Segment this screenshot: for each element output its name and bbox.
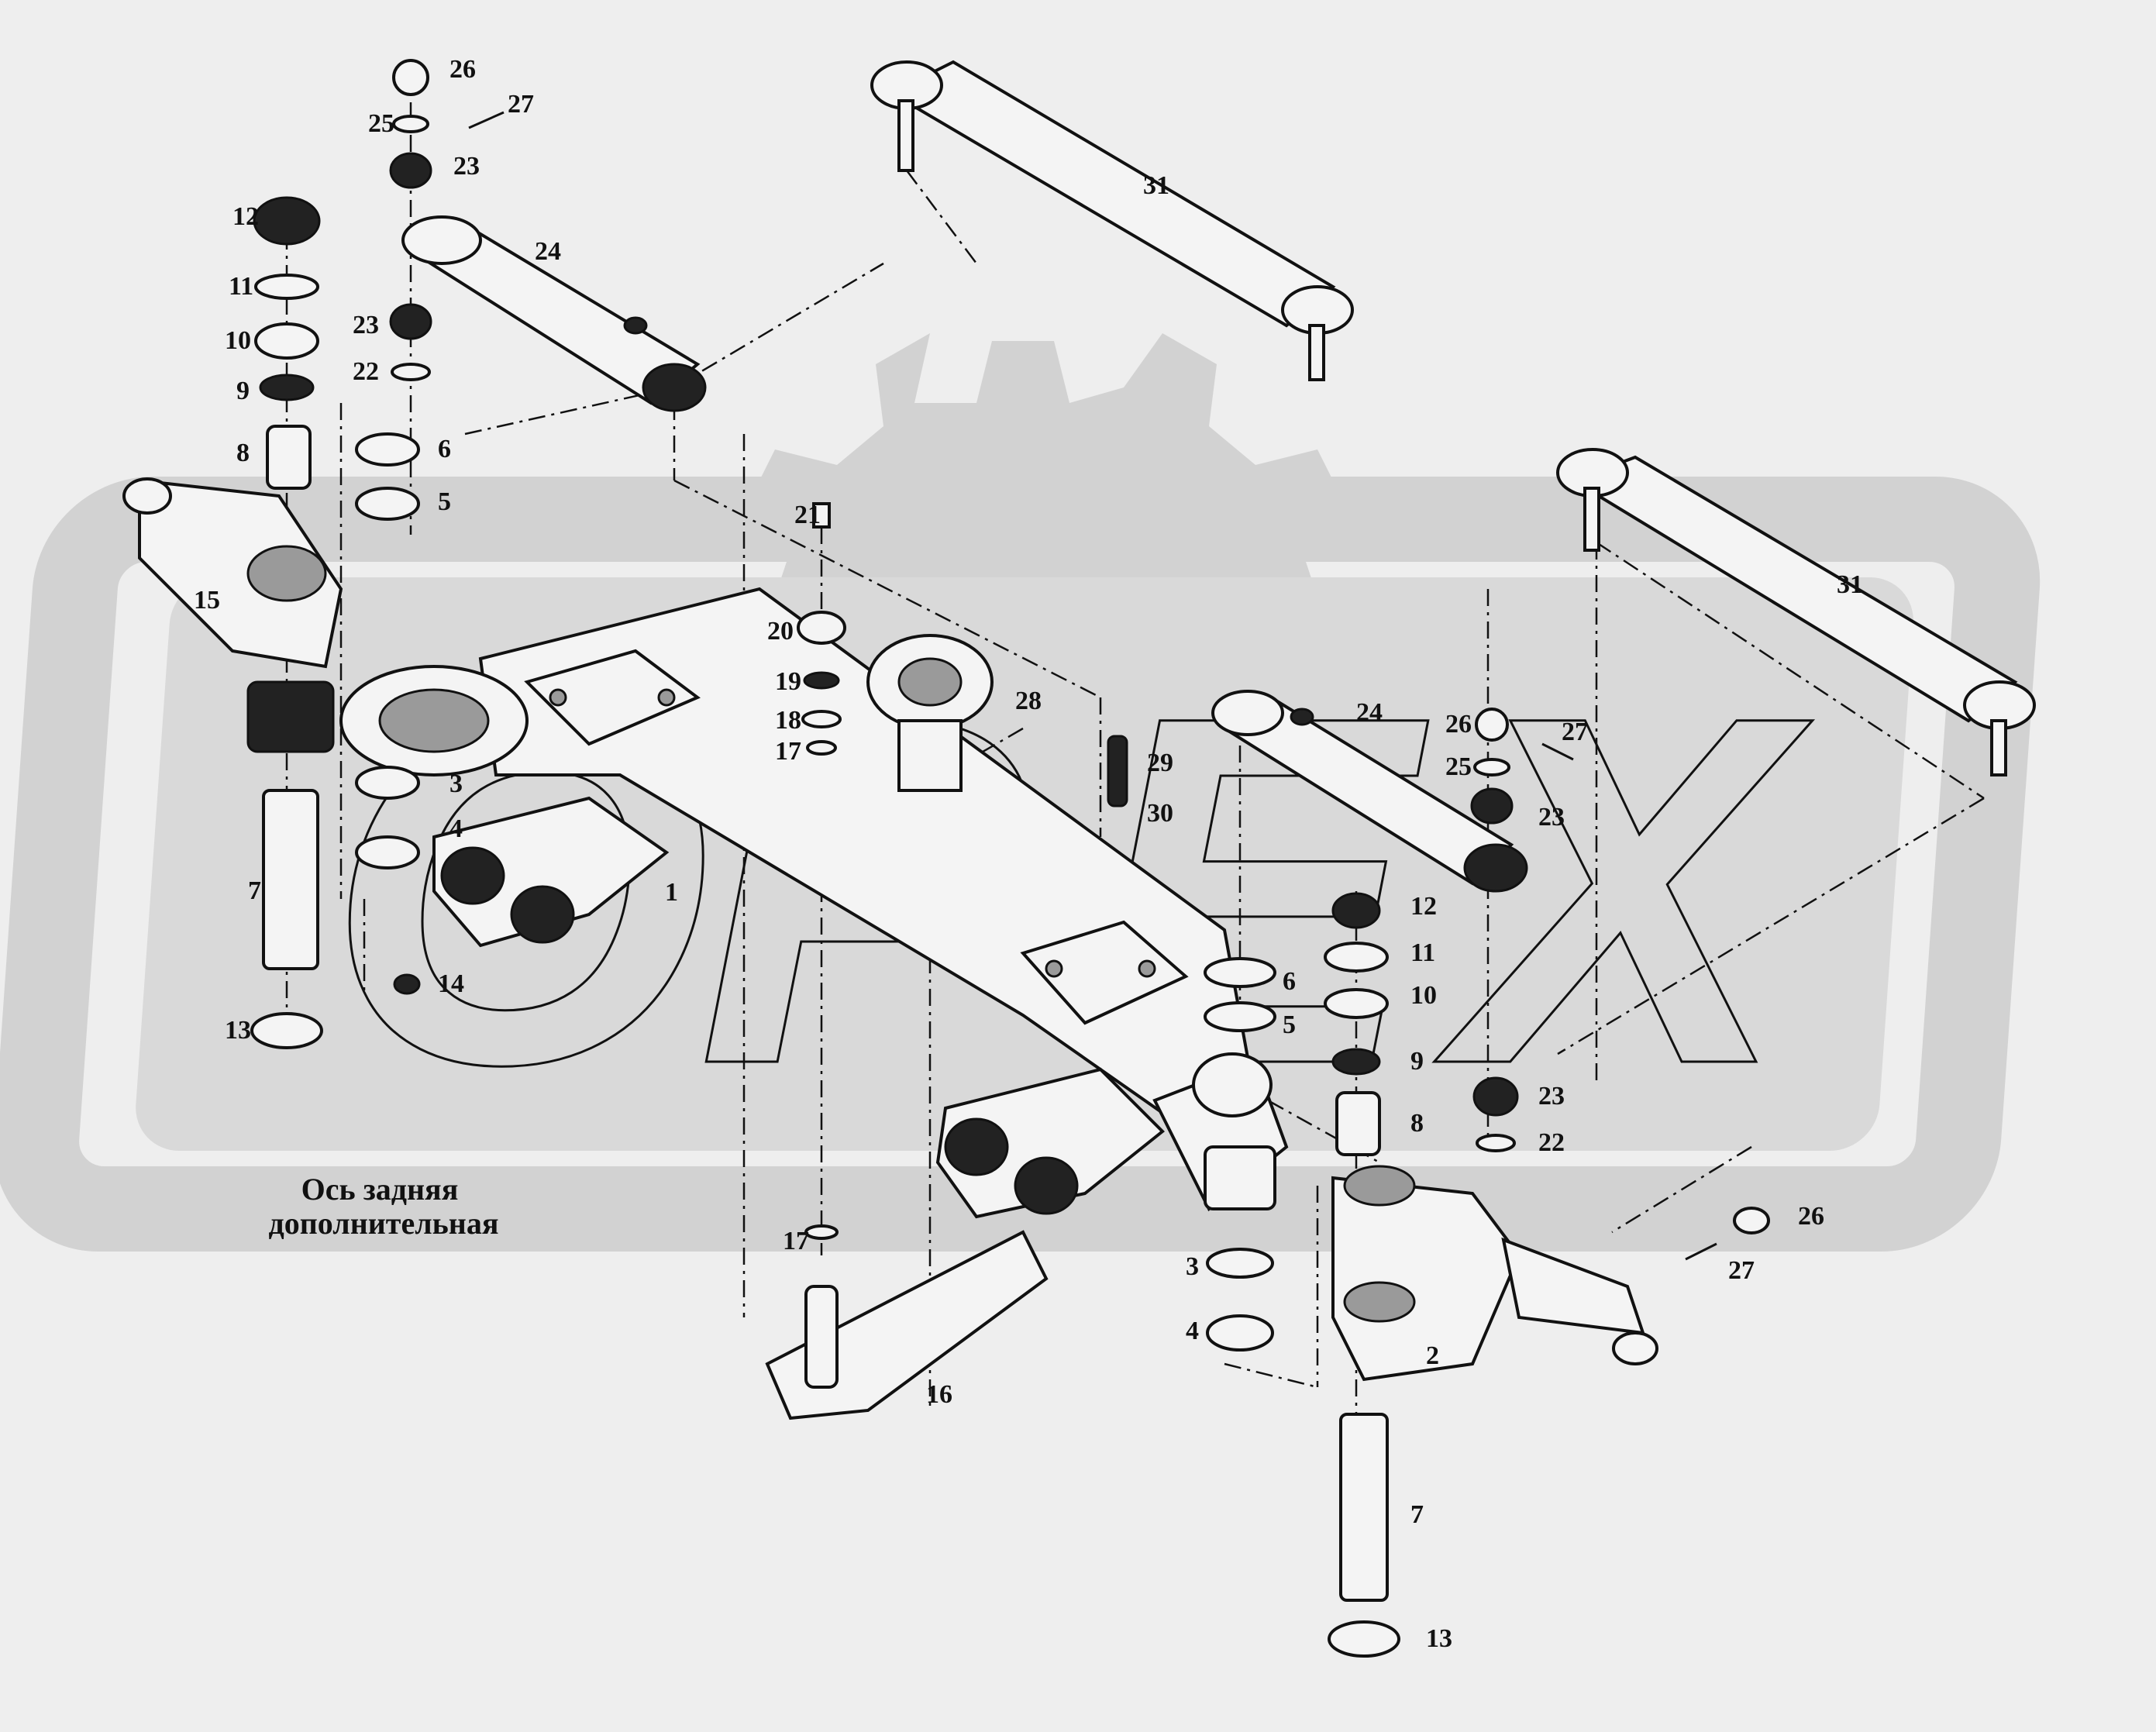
left-steering-knuckle <box>122 477 343 753</box>
caption-line-1: Ось задняя <box>301 1172 459 1207</box>
small-parts-upper-left <box>389 59 432 381</box>
brake-chamber-28 <box>866 634 994 792</box>
callout-c1: 1 <box>665 878 678 907</box>
spring-pad-right <box>1020 920 1189 1025</box>
callout-c4b: 4 <box>1186 1317 1199 1345</box>
drag-link-31-upper <box>870 60 1354 381</box>
callout-c19: 19 <box>775 667 801 696</box>
cotter-pins <box>468 111 1717 1261</box>
callout-c5b: 5 <box>1283 1011 1296 1039</box>
kingpin-stack-left <box>250 196 421 1049</box>
callout-c10b: 10 <box>1410 981 1437 1010</box>
center-stack <box>797 502 1128 1240</box>
callout-c9a: 9 <box>236 377 250 405</box>
callout-c30: 30 <box>1147 799 1173 828</box>
callout-c3a: 3 <box>449 770 463 798</box>
callout-c17b: 17 <box>783 1227 809 1255</box>
callout-c2: 2 <box>1426 1341 1439 1370</box>
callout-c25a: 25 <box>368 109 394 138</box>
callout-c12b: 12 <box>1410 892 1437 921</box>
callout-c10a: 10 <box>225 326 251 355</box>
callout-c21: 21 <box>794 501 821 529</box>
bracket-16 <box>765 1230 1049 1420</box>
diagram-caption: Ось задняя дополнительная <box>269 1172 499 1241</box>
spring-pad-left <box>524 649 701 746</box>
right-steering-knuckle <box>1331 1165 1658 1382</box>
callout-c14: 14 <box>438 969 464 998</box>
callout-c27b: 27 <box>1562 718 1588 746</box>
bracket-left <box>432 796 670 948</box>
watermark-logo: О Р Е Х <box>0 333 2041 1252</box>
callout-c26c: 26 <box>1798 1202 1824 1231</box>
caption-line-2: дополнительная <box>269 1206 499 1241</box>
callout-c8a: 8 <box>236 439 250 467</box>
callout-c4a: 4 <box>449 814 463 843</box>
tie-rod-24-right <box>1211 690 1528 893</box>
callout-c9b: 9 <box>1410 1047 1424 1076</box>
callout-c22b: 22 <box>1538 1128 1565 1157</box>
callout-c11a: 11 <box>229 272 253 301</box>
callout-c15: 15 <box>194 586 220 615</box>
callout-c29: 29 <box>1147 749 1173 777</box>
callout-c27c: 27 <box>1728 1256 1755 1285</box>
tie-rod-24-left <box>401 215 707 412</box>
callout-c5a: 5 <box>438 487 451 516</box>
callout-c7b: 7 <box>1410 1500 1424 1529</box>
callout-c22a: 22 <box>353 357 379 386</box>
callout-c24a: 24 <box>535 237 561 266</box>
callout-c7a: 7 <box>248 876 261 905</box>
callout-c23c: 23 <box>1538 803 1565 832</box>
bracket-right <box>935 1067 1165 1219</box>
callout-c11b: 11 <box>1410 938 1435 967</box>
callout-c23d: 23 <box>1538 1082 1565 1110</box>
callout-c13b: 13 <box>1426 1624 1452 1653</box>
callout-c31a: 31 <box>1143 171 1169 200</box>
callout-c24b: 24 <box>1356 698 1383 727</box>
callout-c6b: 6 <box>1283 967 1296 996</box>
callout-c26a: 26 <box>449 55 476 84</box>
callout-c13a: 13 <box>225 1016 251 1045</box>
callout-c25b: 25 <box>1445 752 1472 781</box>
callout-c20: 20 <box>767 617 794 646</box>
callout-c31b: 31 <box>1837 570 1863 599</box>
parts <box>122 59 2036 1658</box>
callout-c12a: 12 <box>232 202 259 231</box>
callout-c18: 18 <box>775 706 801 735</box>
callout-c6a: 6 <box>438 435 451 463</box>
callout-c3b: 3 <box>1186 1252 1199 1281</box>
callout-c28: 28 <box>1015 687 1042 715</box>
kingpin-stack-right <box>1204 892 1400 1658</box>
small-parts-right <box>1470 708 1770 1234</box>
callout-c23b: 23 <box>353 311 379 339</box>
callout-c16: 16 <box>926 1380 952 1409</box>
callout-c26b: 26 <box>1445 710 1472 739</box>
callout-c23a: 23 <box>453 152 480 181</box>
callout-c17a: 17 <box>775 737 801 766</box>
drag-link-31-lower <box>1556 448 2036 776</box>
callout-c8b: 8 <box>1410 1109 1424 1138</box>
callout-c27a: 27 <box>508 90 534 119</box>
